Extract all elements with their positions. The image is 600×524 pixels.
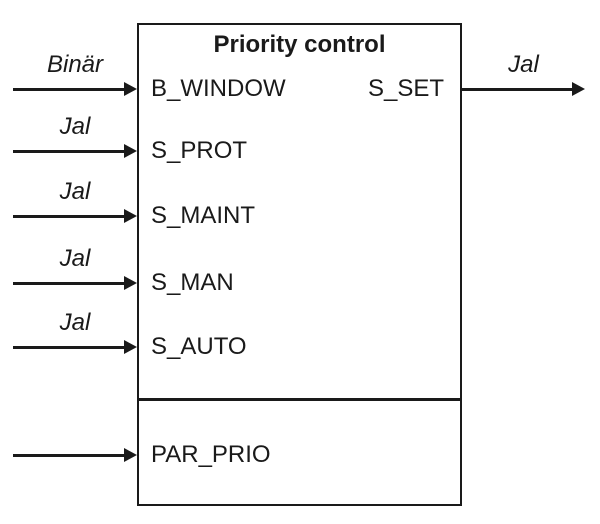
input-arrow-b-window [13, 82, 137, 96]
arrow-head-icon [124, 340, 137, 354]
arrow-head-icon [572, 82, 585, 96]
arrow-shaft [13, 214, 126, 218]
port-par-prio: PAR_PRIO [151, 441, 271, 468]
arrow-shaft [462, 87, 574, 91]
arrow-shaft [13, 281, 126, 285]
arrow-shaft [13, 345, 126, 349]
arrow-shaft [13, 87, 126, 91]
arrow-head-icon [124, 276, 137, 290]
arrow-shaft [13, 453, 126, 457]
input-arrow-s-auto [13, 340, 137, 354]
input-arrow-s-prot [13, 144, 137, 158]
function-block: Priority control B_WINDOW S_PROT S_MAINT… [137, 23, 462, 506]
output-arrow-s-set [462, 82, 585, 96]
block-title: Priority control [213, 31, 386, 58]
port-s-man: S_MAN [151, 269, 234, 296]
port-b-window: B_WINDOW [151, 75, 286, 102]
arrow-head-icon [124, 448, 137, 462]
signal-type-label-jal-1: Jal [59, 113, 91, 140]
signal-type-label-jal-3: Jal [59, 245, 91, 272]
signal-type-label-jal-output: Jal [508, 51, 539, 78]
arrow-head-icon [124, 144, 137, 158]
input-arrow-s-maint [13, 209, 137, 223]
input-arrow-par-prio [13, 448, 137, 462]
port-s-auto: S_AUTO [151, 333, 247, 360]
input-arrow-s-man [13, 276, 137, 290]
arrow-shaft [13, 149, 126, 153]
signal-type-label-jal-2: Jal [59, 178, 91, 205]
parameter-section-divider [139, 398, 460, 401]
arrow-head-icon [124, 82, 137, 96]
port-s-prot: S_PROT [151, 137, 248, 164]
signal-type-label-binaer: Binär [46, 51, 104, 78]
arrow-head-icon [124, 209, 137, 223]
port-s-maint: S_MAINT [151, 202, 256, 229]
signal-type-label-jal-4: Jal [59, 309, 91, 336]
port-s-set: S_SET [367, 75, 444, 102]
